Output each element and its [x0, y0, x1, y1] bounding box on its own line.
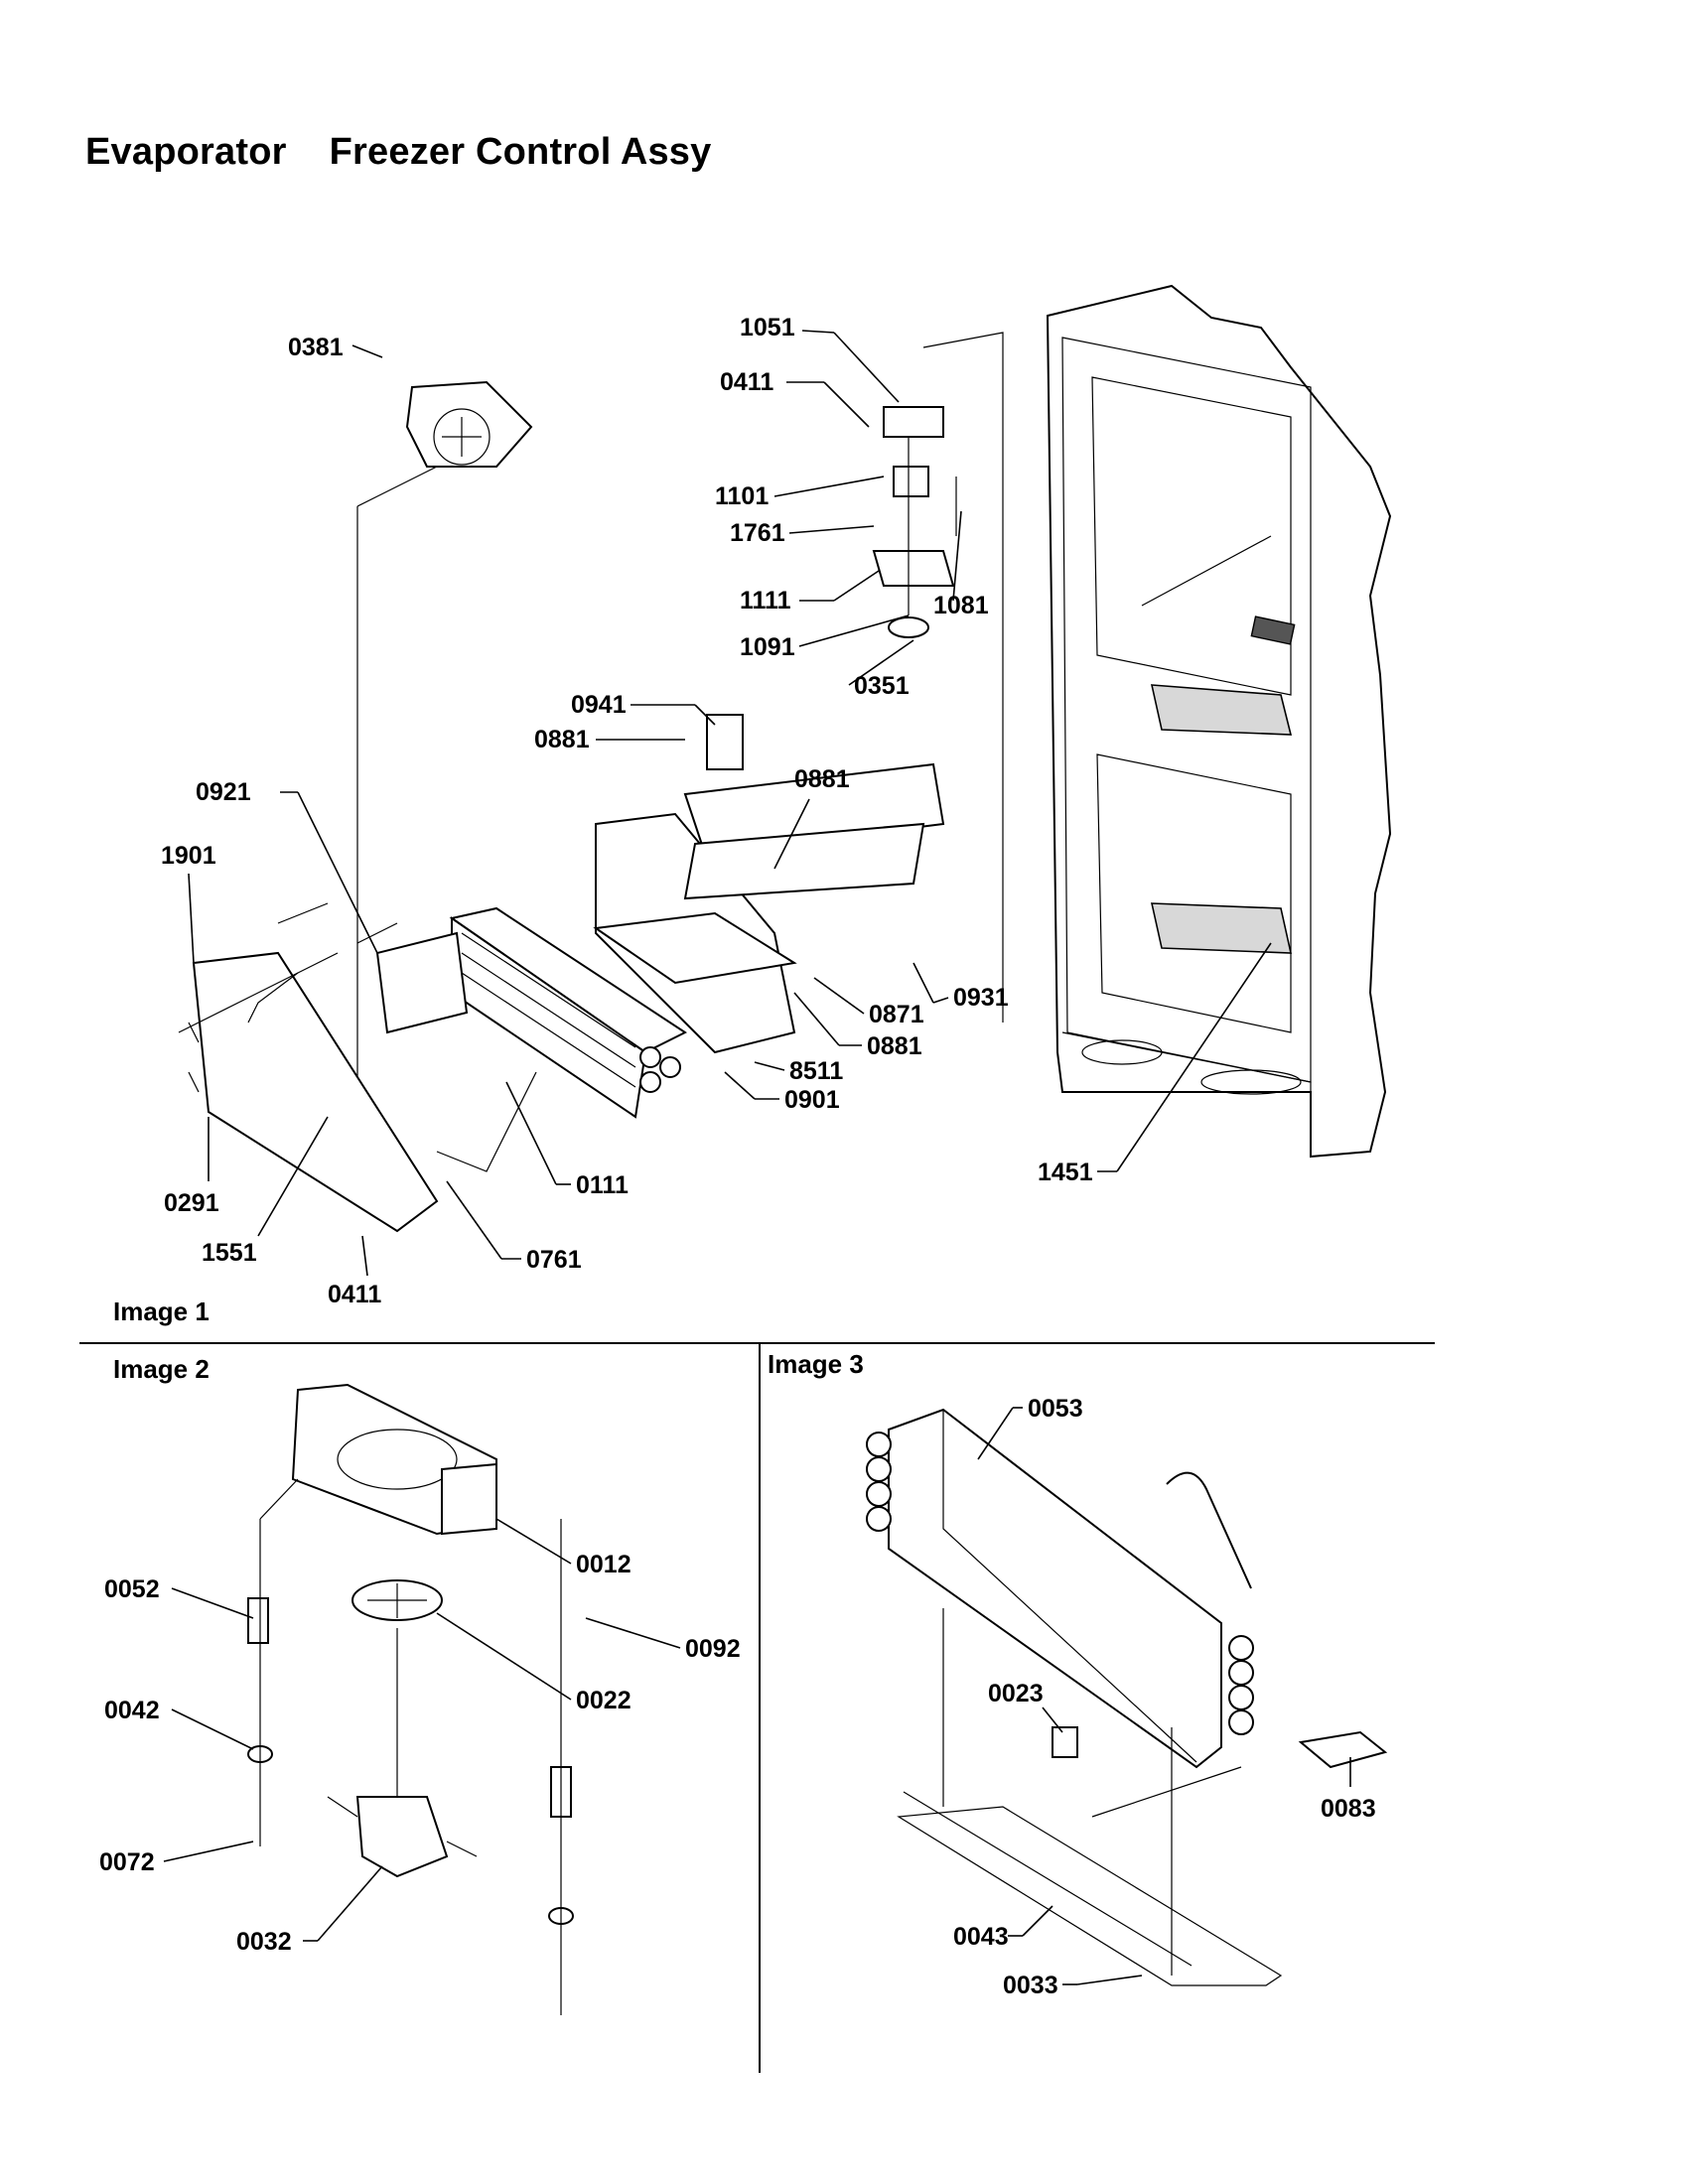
image-3-drawing [866, 1407, 1388, 1986]
callout-1091: 1091 [740, 633, 795, 661]
callout-1111: 1111 [740, 587, 791, 614]
callout-0881-b: 0881 [794, 765, 850, 793]
control-assembly-drawing [872, 406, 957, 638]
callout-0291: 0291 [164, 1189, 219, 1217]
callout-0931: 0931 [953, 984, 1009, 1012]
cabinet-drawing [922, 284, 1392, 1159]
callout-0043: 0043 [953, 1923, 1009, 1951]
callout-1081: 1081 [933, 592, 989, 619]
callout-0083: 0083 [1321, 1795, 1376, 1823]
callout-0111: 0111 [576, 1171, 629, 1199]
callout-0092: 0092 [685, 1635, 741, 1663]
callout-0072: 0072 [99, 1848, 155, 1876]
section-label-image-2: Image 2 [113, 1354, 210, 1384]
section-label-image-1: Image 1 [113, 1297, 210, 1326]
callout-0881-a: 0881 [534, 726, 590, 753]
callout-0921: 0921 [196, 778, 251, 806]
defrost-heater-drawing [247, 922, 537, 1172]
callout-0941: 0941 [571, 691, 627, 719]
image-1-drawing [178, 284, 1392, 1277]
callout-0012: 0012 [576, 1551, 632, 1578]
callout-0351: 0351 [854, 672, 910, 700]
duct-housing-drawing [593, 714, 945, 1054]
callout-1901: 1901 [161, 842, 216, 870]
callout-0032: 0032 [236, 1928, 292, 1956]
callout-0881-c: 0881 [867, 1032, 922, 1060]
callout-0023: 0023 [988, 1680, 1044, 1707]
callout-0042: 0042 [104, 1697, 160, 1724]
callout-0053: 0053 [1028, 1395, 1083, 1423]
callout-0871: 0871 [869, 1001, 924, 1028]
fan-assembly-drawing [356, 380, 533, 1191]
callout-1551: 1551 [202, 1239, 257, 1267]
callout-8511: 8511 [789, 1057, 843, 1085]
image-1-leader-lines [188, 330, 1272, 1277]
section-label-image-3: Image 3 [768, 1349, 864, 1379]
callout-0033: 0033 [1003, 1972, 1058, 1999]
cover-panel-drawing [178, 902, 469, 1233]
callout-1761: 1761 [730, 519, 785, 547]
callout-1101: 1101 [715, 482, 769, 510]
callout-0381: 0381 [288, 334, 344, 361]
callout-0411: 0411 [720, 368, 773, 396]
callout-0052: 0052 [104, 1575, 160, 1603]
callout-0761: 0761 [526, 1246, 582, 1274]
callout-0411-b: 0411 [328, 1281, 381, 1308]
page-title: Evaporator Freezer Control Assy [85, 131, 712, 173]
callout-0901: 0901 [784, 1086, 840, 1114]
image-2-drawing [163, 1383, 681, 2015]
callout-0022: 0022 [576, 1687, 632, 1714]
callout-1451: 1451 [1038, 1159, 1093, 1186]
callout-1051: 1051 [740, 314, 795, 341]
